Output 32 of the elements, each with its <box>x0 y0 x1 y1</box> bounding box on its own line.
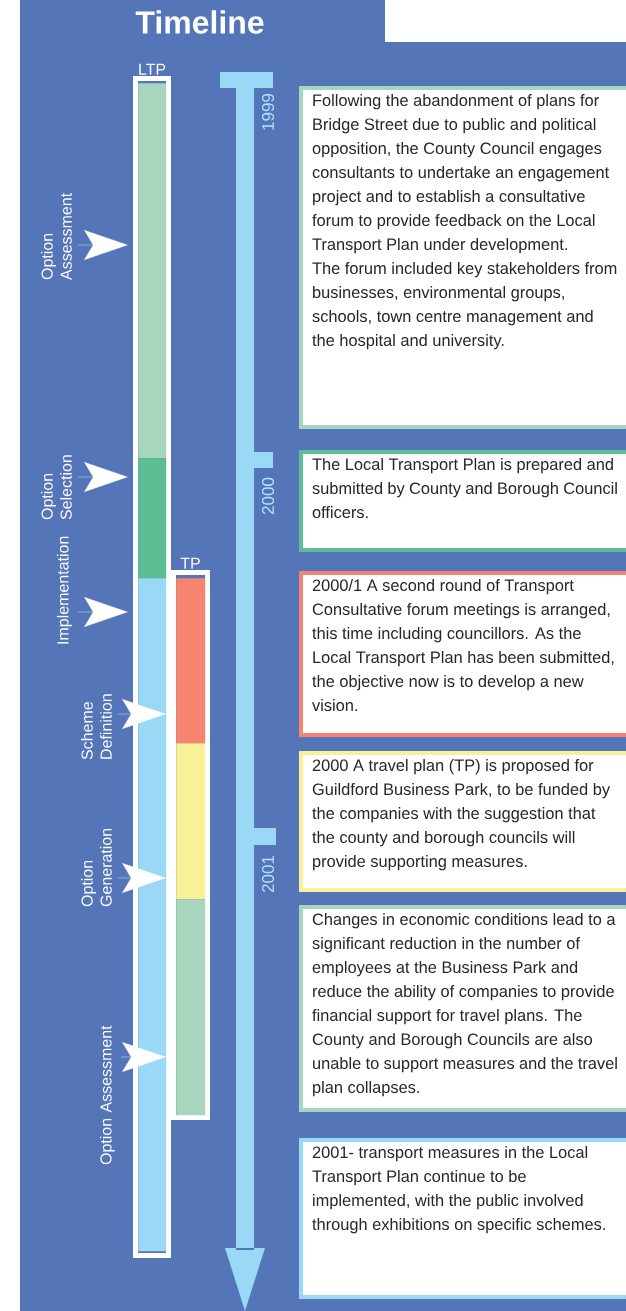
title: Timeline <box>135 10 264 34</box>
phase-bar <box>138 578 167 1252</box>
arrowhead <box>120 1042 166 1072</box>
arrowhead <box>117 699 166 729</box>
text-box: 2000 A travel plan (TP) is proposed for Guildford Business Park, to be funded by the companies with the suggestion that the county and borough councils will provide supporting measures. <box>299 751 626 892</box>
bar-frame: TP <box>171 557 210 1120</box>
text-box: 2000/1 A second round of Transport Consultative forum meetings is arranged, this time including councillors. As the Local Transport Plan has been submitted, the objective now is to develop a new vision. <box>299 571 626 737</box>
year-label: 1999 <box>262 93 274 130</box>
phase-bar <box>138 458 167 579</box>
stage-label: Option Assessment <box>99 1025 115 1165</box>
stage-label: Option Generation <box>81 828 112 907</box>
stage-label: Option Selection <box>41 455 72 520</box>
year-label: 2001 <box>262 855 274 893</box>
arrowhead <box>77 230 128 260</box>
text-box: 2001- transport measures in the Local Transport Plan continue to be implemented, with the public involved through exhibitions on specific schemes. <box>299 1138 626 1299</box>
text-box: Changes in economic conditions lead to a significant reduction in the number of employees at the Business Park and reduce the ability of companies to provide financial support for travel plans. The County and Borough Councils are also unable to support measures and the travel plan collapses. <box>299 905 626 1112</box>
phase-bar <box>176 578 206 744</box>
stage-label: Implementation <box>56 536 72 644</box>
stage-label: Scheme Definition <box>81 694 112 760</box>
year-label: 2000 <box>262 477 274 515</box>
arrowhead <box>117 863 166 893</box>
phase-bar <box>176 743 206 900</box>
phase-bar <box>138 83 167 459</box>
bar-frame: LTP <box>133 63 171 1258</box>
node-label: TP <box>180 557 200 569</box>
arrowhead <box>77 597 128 627</box>
text-box: The Local Transport Plan is prepared and submitted by County and Borough Council officers. <box>299 450 626 552</box>
stage-label: Option Assessment <box>41 193 72 280</box>
text-box: Following the abandonment of plans for Bridge Street due to public and political opposition, the County Council engages consultants to undertake an engagement project and to establish a consultative forum to provide feedback on the Local Transport Plan under development. The forum included key stakeholders from businesses, environmental groups, schools, town centre management and the hospital and university. <box>299 86 626 429</box>
node-label: LTP <box>139 63 166 75</box>
phase-bar <box>176 899 206 1116</box>
arrowhead <box>77 462 128 492</box>
